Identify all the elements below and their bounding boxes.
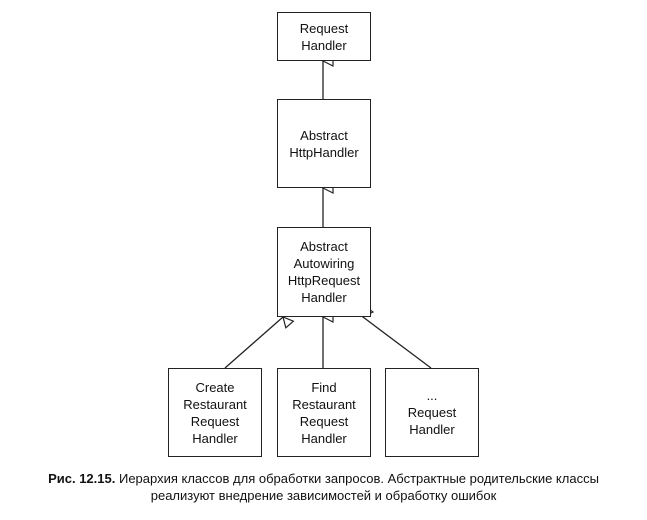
edge-other-to-autowiring [363,317,432,369]
node-other-handler-label: ... Request Handler [407,388,457,437]
node-create-restaurant: Create Restaurant Request Handler [168,368,262,457]
node-abstract-http-handler-label: Abstract HttpHandler [289,127,359,160]
node-other-handler: ... Request Handler [385,368,479,457]
node-abstract-autowiring-label: Abstract Autowiring HttpRequest Handler [287,239,361,305]
caption-text-1: Иерархия классов для обработки запросов.… [118,471,599,486]
node-find-restaurant-label: Find Restaurant Request Handler [292,379,356,446]
node-abstract-http-handler: Abstract HttpHandler [277,99,371,188]
node-request-handler: Request Handler [277,12,371,61]
caption-number: Рис. 12.15. [48,471,116,486]
caption-text-2: реализуют внедрение зависимостей и обраб… [150,488,497,503]
node-request-handler-label: Request Handler [299,20,349,53]
node-find-restaurant: Find Restaurant Request Handler [277,368,371,457]
class-hierarchy-diagram [224,0,432,369]
figure-caption: Рис. 12.15. Иерархия классов для обработ… [0,470,647,504]
caption-line-1: Рис. 12.15. Иерархия классов для обработ… [0,470,647,487]
edge-create-to-autowiring [224,317,283,369]
node-abstract-autowiring: Abstract Autowiring HttpRequest Handler [277,227,371,317]
node-create-restaurant-label: Create Restaurant Request Handler [183,379,247,446]
